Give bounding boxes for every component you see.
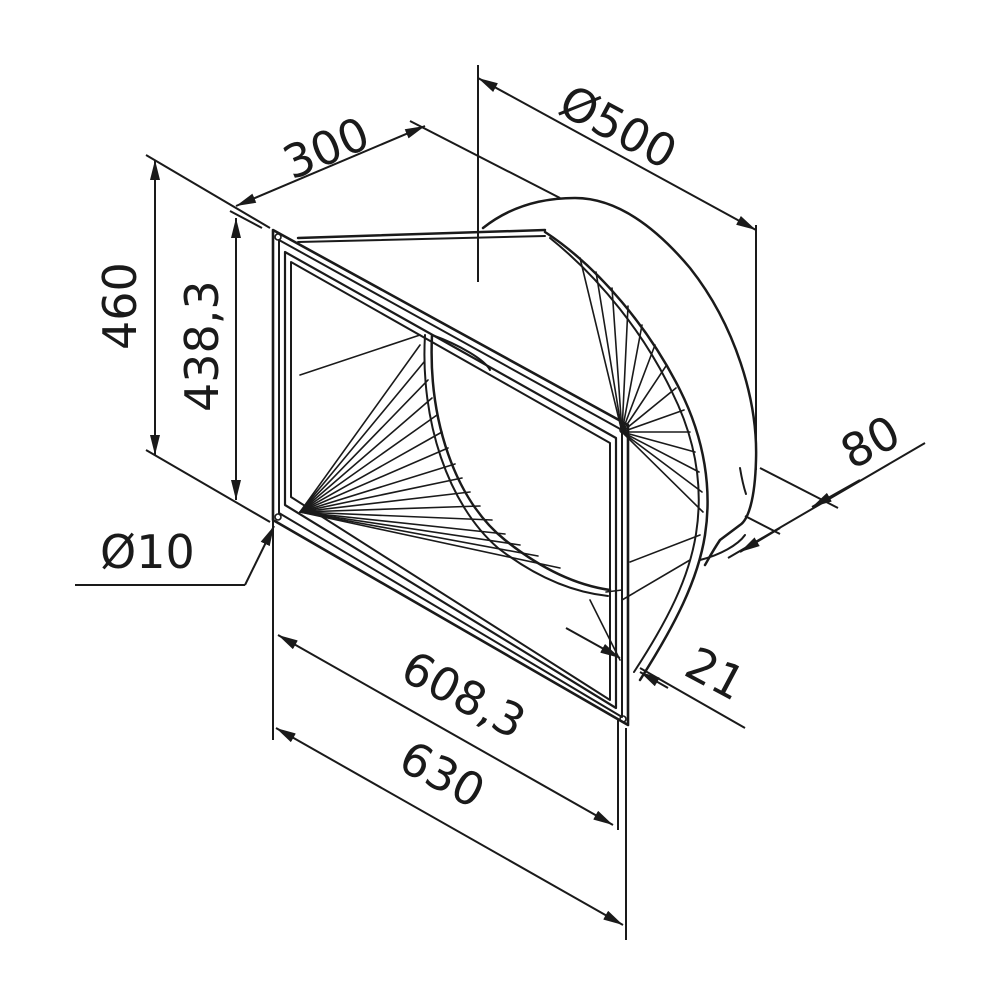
dim-outer-width-label: 630 bbox=[391, 730, 494, 819]
flange-hole bbox=[274, 513, 282, 521]
dim-hole-diameter: Ø10 bbox=[75, 525, 275, 586]
dim-flange-offset: 21 bbox=[565, 627, 754, 729]
dim-outer-width: 630 bbox=[275, 727, 627, 940]
dim-hole-diameter-label: Ø10 bbox=[100, 525, 195, 579]
dim-outer-height: 460 bbox=[93, 154, 271, 523]
dim-inner-height-label: 438,3 bbox=[175, 280, 229, 412]
flange-hole bbox=[619, 426, 627, 434]
dim-inner-height: 438,3 bbox=[175, 218, 241, 500]
dim-collar-length: 80 bbox=[727, 405, 926, 559]
dim-flange-offset-label: 21 bbox=[677, 636, 754, 711]
rectangular-flange bbox=[271, 228, 630, 727]
flange-hole bbox=[619, 715, 627, 723]
round-collar bbox=[481, 196, 758, 567]
fan-lines-left bbox=[299, 334, 561, 569]
transition-body bbox=[296, 228, 709, 682]
fan-lines-right bbox=[579, 257, 704, 661]
dim-depth-label: 300 bbox=[275, 106, 377, 190]
flange-hole bbox=[274, 233, 282, 241]
dim-outer-height-label: 460 bbox=[93, 262, 147, 350]
dim-depth: 300 bbox=[229, 106, 561, 229]
dim-collar-length-label: 80 bbox=[832, 405, 909, 480]
dim-round-diameter-label: Ø500 bbox=[551, 74, 686, 180]
